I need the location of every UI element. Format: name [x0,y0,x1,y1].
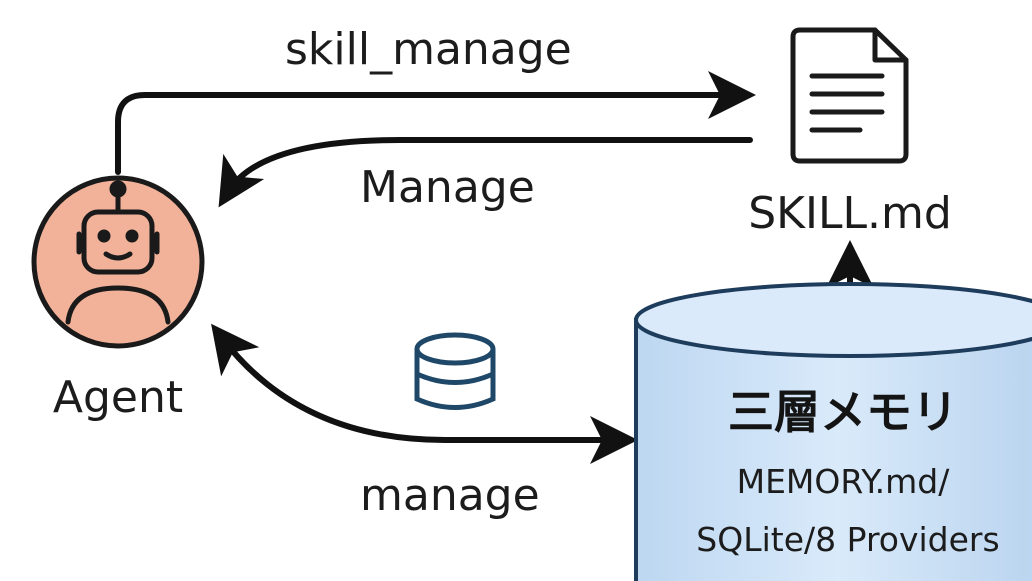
robot-icon [65,180,171,325]
arrow-skill-to-agent [218,137,753,208]
memory-node: 三層メモリ MEMORY.md/ SQLite/8 Providers [634,282,1032,581]
arrow-agent-memory-bidirectional [211,323,638,464]
document-icon [790,27,909,164]
skill-label: SKILL.md [748,188,952,239]
memory-line-1: MEMORY.md/ [737,462,951,501]
agent-label: Agent [53,372,183,423]
skill-node: SKILL.md [748,27,952,239]
database-icon [414,332,496,410]
edge-label-manage-lower: manage [360,470,540,521]
memory-title: 三層メモリ [728,385,958,439]
edge-label-manage-upper: Manage [360,162,535,213]
arrow-agent-to-skill [115,71,756,175]
edge-label-skill-manage: skill_manage [285,24,572,75]
memory-cylinder-top [634,282,1032,358]
agent-node: Agent [31,175,205,423]
memory-line-2: SQLite/8 Providers [696,520,999,559]
